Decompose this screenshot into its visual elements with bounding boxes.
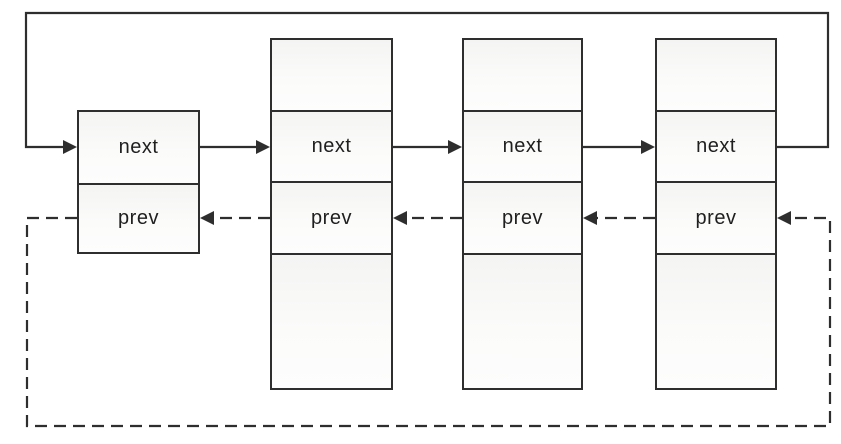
next-loop-arrowhead — [63, 140, 77, 154]
prev-arrow-3-2-head — [393, 211, 407, 225]
prev-pointer-cell: prev — [79, 183, 198, 252]
list-node-3: next prev — [462, 38, 583, 390]
prev-pointer-label: prev — [502, 206, 543, 229]
next-pointer-label: next — [696, 135, 736, 157]
empty-cell — [272, 40, 391, 110]
prev-pointer-label: prev — [311, 206, 352, 229]
empty-cell — [657, 40, 775, 110]
list-node-2: next prev — [270, 38, 393, 390]
list-node-4: next prev — [655, 38, 777, 390]
empty-cell — [464, 253, 581, 388]
prev-pointer-cell: prev — [657, 181, 775, 253]
next-pointer-cell: next — [272, 110, 391, 181]
next-arrow-1-2-head — [256, 140, 270, 154]
next-loop-line — [24, 11, 830, 149]
prev-pointer-cell: prev — [464, 181, 581, 253]
next-pointer-cell: next — [657, 110, 775, 181]
list-node-1: next prev — [77, 110, 200, 254]
next-pointer-label: next — [502, 135, 543, 157]
next-pointer-cell: next — [79, 112, 198, 183]
prev-pointer-label: prev — [118, 207, 159, 229]
empty-cell — [464, 40, 581, 110]
prev-loop-arrowhead — [777, 211, 791, 225]
next-pointer-label: next — [118, 136, 159, 158]
prev-arrow-4-3-head — [583, 211, 597, 225]
empty-cell — [657, 253, 775, 388]
prev-loop-line — [25, 216, 832, 428]
next-pointer-label: next — [311, 135, 352, 157]
prev-pointer-label: prev — [695, 206, 737, 229]
prev-arrow-2-1-head — [200, 211, 214, 225]
prev-pointer-cell: prev — [272, 181, 391, 253]
next-arrow-3-4-head — [641, 140, 655, 154]
next-pointer-cell: next — [464, 110, 581, 181]
empty-cell — [272, 253, 391, 388]
next-arrow-2-3-head — [448, 140, 462, 154]
